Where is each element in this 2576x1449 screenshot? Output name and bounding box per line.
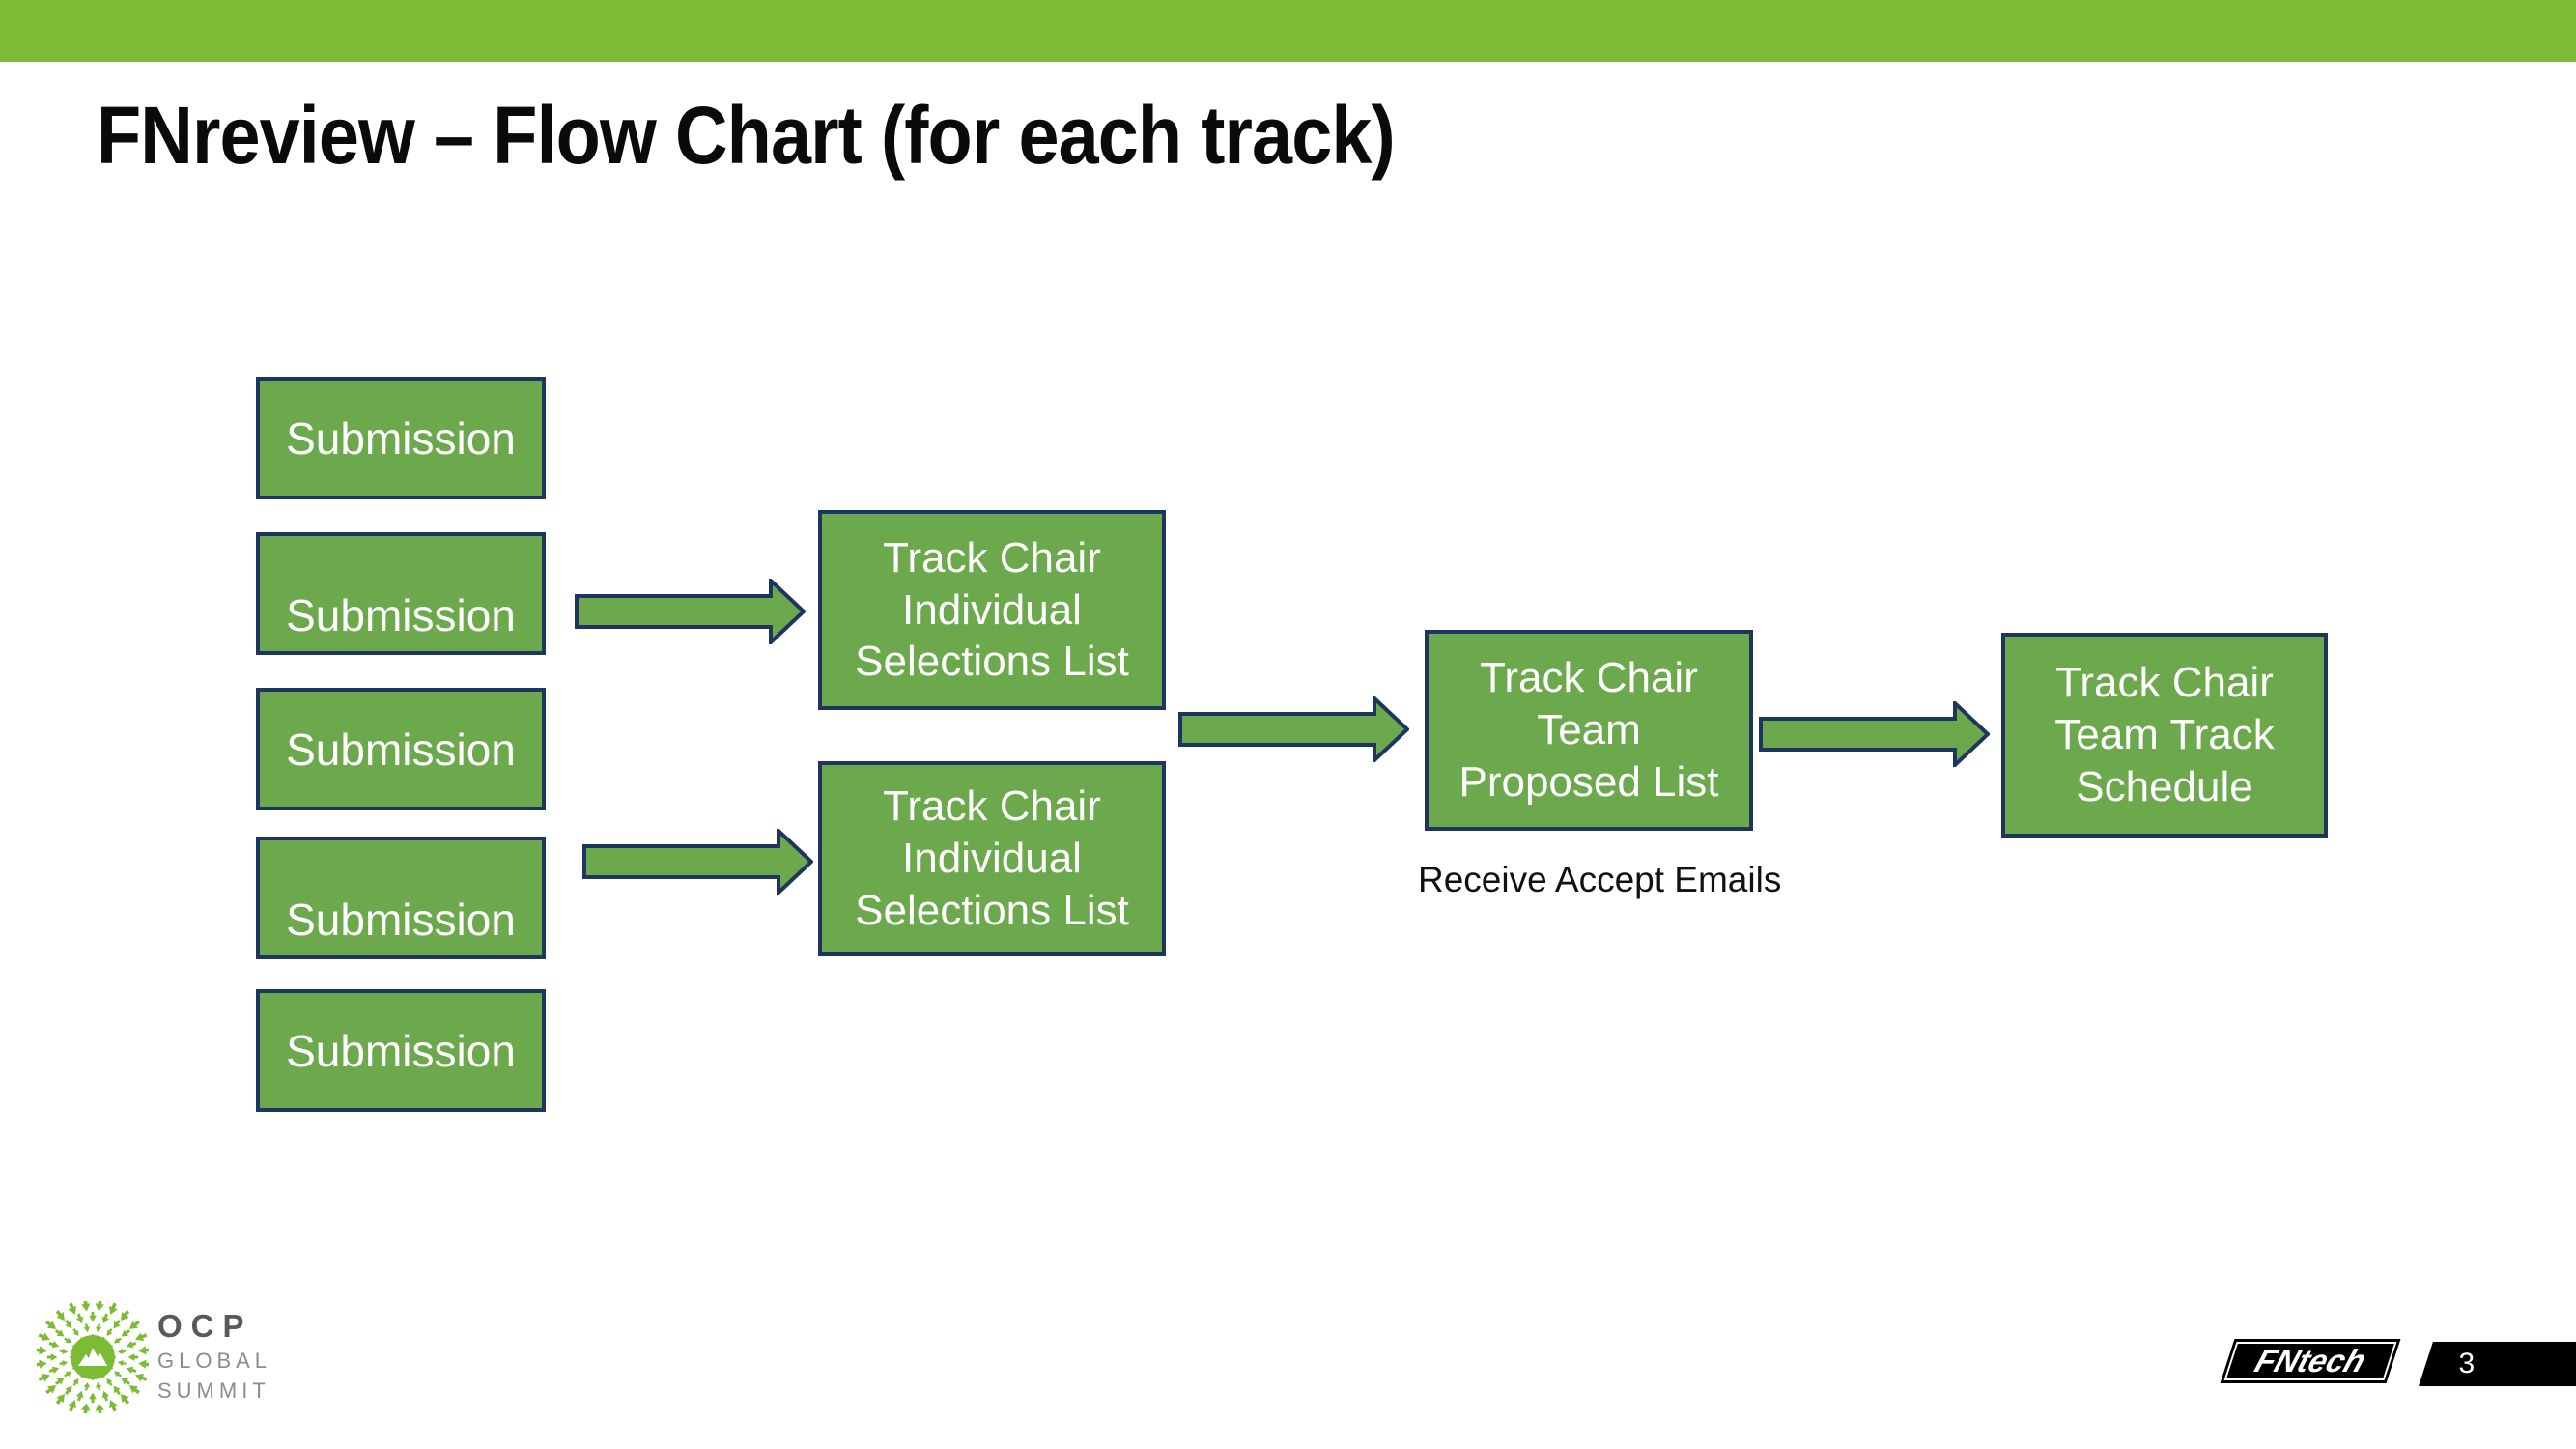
ocp-summit-logo-icon <box>37 1301 149 1413</box>
arrow-right-icon <box>575 579 806 644</box>
box-line: Selections List <box>855 638 1129 686</box>
selections-list-box-2: Track Chair Individual Selections List <box>818 761 1166 956</box>
page-number-bar: 3 <box>2419 1342 2576 1386</box>
ocp-summit: SUMMIT <box>157 1378 270 1403</box>
submission-label: Submission <box>286 1025 516 1076</box>
box-line: Track Chair <box>883 533 1101 582</box>
box-line: Proposed List <box>1458 757 1719 806</box>
submission-label: Submission <box>286 590 516 640</box>
arrow-right-icon <box>1178 696 1409 762</box>
submission-label: Submission <box>286 724 516 775</box>
box-line: Selections List <box>855 886 1129 934</box>
box-line: Track Chair <box>1480 654 1698 702</box>
receive-accept-emails-note: Receive Accept Emails <box>1418 860 1782 899</box>
submission-box-1: Submission <box>256 377 546 499</box>
ocp-starburst-rings <box>37 1301 149 1413</box>
selections-list-box-1: Track Chair Individual Selections List <box>818 510 1166 710</box>
submission-box-5: Submission <box>256 989 546 1112</box>
submission-label: Submission <box>286 412 516 464</box>
ocp-global: GLOBAL <box>157 1349 272 1373</box>
track-schedule-box: Track Chair Team Track Schedule <box>2001 633 2328 838</box>
top-banner <box>0 0 2576 62</box>
proposed-list-box: Track Chair Team Proposed List <box>1425 630 1753 831</box>
ocp-logo-text: OCP GLOBAL SUMMIT <box>157 1310 271 1402</box>
box-line: Schedule <box>2076 762 2253 810</box>
page-number: 3 <box>2458 1348 2476 1379</box>
arrow-right-icon <box>582 829 813 895</box>
mountain-icon <box>78 1348 107 1366</box>
box-line: Track Chair <box>883 782 1101 831</box>
submission-box-3: Submission <box>256 688 546 810</box>
submission-box-2: Submission <box>256 532 546 655</box>
box-line: Track Chair <box>2055 659 2274 707</box>
box-line: Team <box>1537 706 1641 754</box>
fntech-logo-text: FNtech <box>2250 1343 2371 1378</box>
slide-title: FNreview – Flow Chart (for each track) <box>97 90 1396 181</box>
arrow-right-icon <box>1759 701 1990 767</box>
submission-label: Submission <box>286 895 516 945</box>
fntech-logo: FNtech <box>2220 1339 2401 1383</box>
box-line: Individual <box>902 835 1082 883</box>
ocp-name: OCP <box>157 1308 253 1344</box>
box-line: Individual <box>902 585 1082 634</box>
box-line: Team Track <box>2054 711 2275 759</box>
submission-box-4: Submission <box>256 837 546 959</box>
